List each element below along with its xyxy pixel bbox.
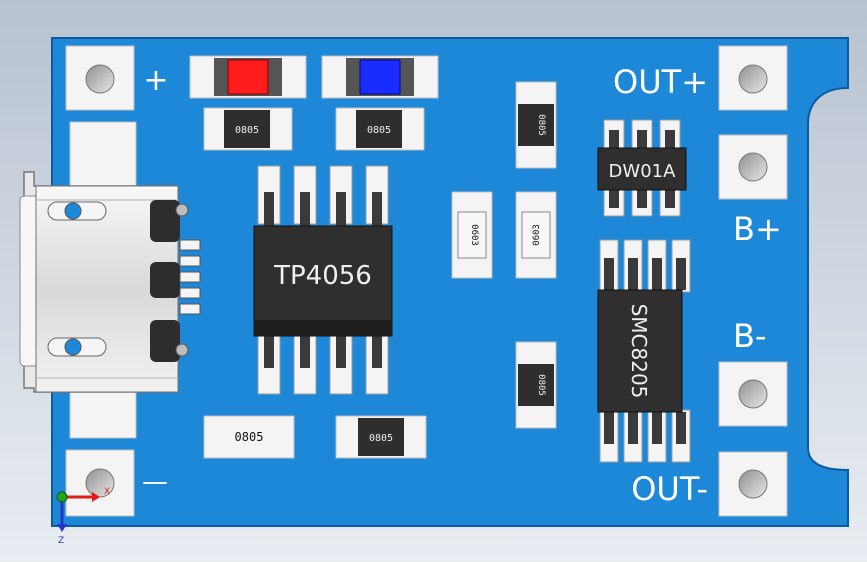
c2-mark: 0805	[536, 374, 546, 396]
pad-minus	[65, 449, 135, 517]
label-b-minus: B-	[733, 317, 767, 355]
smc8205-chip: SMC8205	[597, 239, 691, 463]
label-out-plus: OUT+	[613, 63, 708, 101]
axis-x-label: X	[104, 487, 110, 497]
tp4056-chip: TP4056	[253, 165, 393, 395]
axis-triad: X Z	[56, 487, 110, 546]
r4-mark: 0805	[369, 433, 393, 444]
resistor-r4: 0805	[335, 415, 427, 459]
resistor-r3: 0805	[203, 415, 295, 459]
r1-mark: 0805	[235, 125, 259, 136]
led-red	[189, 55, 307, 99]
capacitor-c1: 0805	[515, 81, 557, 169]
pad-out-plus	[718, 45, 788, 111]
c1-mark: 0805	[536, 114, 546, 136]
r6-mark: 0603	[532, 224, 542, 246]
r3-mark: 0805	[235, 430, 264, 444]
micro-usb-connector	[19, 171, 201, 393]
usb-shield-pad-top	[69, 121, 137, 195]
pad-b-plus	[718, 134, 788, 200]
pad-out-minus	[718, 451, 788, 517]
dw01a-label: DW01A	[609, 161, 677, 182]
axis-z-label: Z	[58, 536, 64, 546]
label-minus: —	[142, 467, 168, 497]
pad-plus	[65, 45, 135, 111]
resistor-r1: 0805	[203, 107, 293, 151]
label-out-minus: OUT-	[631, 470, 708, 508]
r5-mark: 0603	[469, 224, 479, 246]
r2-mark: 0805	[367, 125, 391, 136]
led-blue	[321, 55, 439, 99]
pad-b-minus	[718, 361, 788, 427]
resistor-r6: 0603	[515, 191, 557, 279]
dw01a-chip: DW01A	[597, 119, 687, 217]
tp4056-label: TP4056	[273, 261, 372, 291]
label-b-plus: B+	[733, 210, 782, 248]
label-plus: +	[143, 63, 168, 98]
resistor-r5: 0603	[451, 191, 493, 279]
smc8205-label: SMC8205	[627, 304, 651, 399]
capacitor-c2: 0805	[515, 341, 557, 429]
resistor-r2: 0805	[335, 107, 425, 151]
